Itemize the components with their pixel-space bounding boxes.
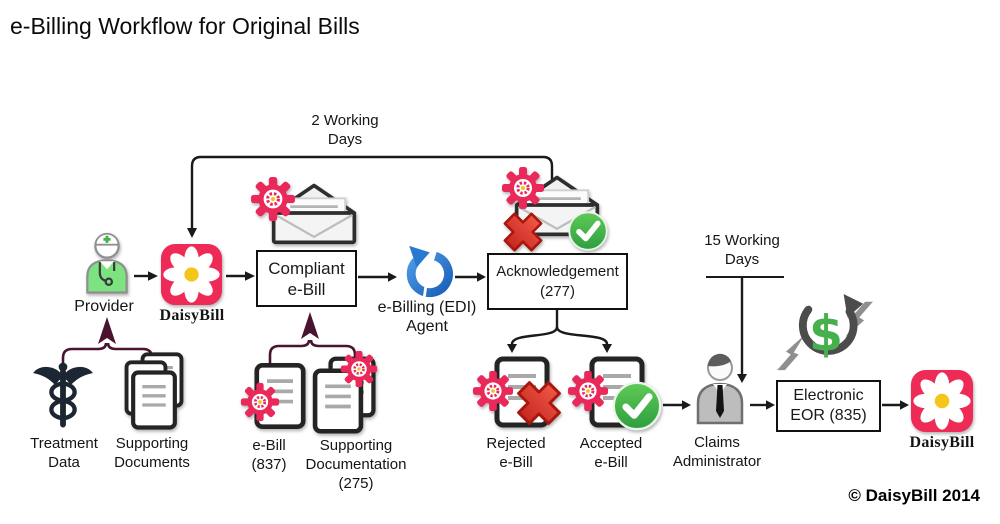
- green-check-icon: [614, 383, 660, 429]
- arrowhead: [602, 344, 612, 353]
- gear-icon: [240, 382, 280, 422]
- arrowhead: [900, 400, 909, 410]
- gear-icon: [472, 370, 514, 412]
- treatment-data-label: Treatment Data: [30, 435, 98, 471]
- daisybill-logo-icon: [160, 243, 223, 306]
- arrowhead: [388, 272, 397, 282]
- electronic-eor-box: Electronic EOR (835): [776, 380, 881, 432]
- rejected-ebill-label: Rejected e-Bill: [486, 435, 546, 471]
- accepted-ebill-icon: [567, 356, 663, 436]
- edi-refresh-icon: [398, 244, 454, 300]
- supporting-documentation-label: Supporting Documentation (275): [305, 437, 407, 492]
- accepted-ebill-label: Accepted e-Bill: [579, 435, 643, 471]
- daisybill-logo-icon: [910, 369, 974, 433]
- rejected-ebill-icon: [472, 356, 566, 430]
- compliant-envelope-icon: [250, 176, 357, 245]
- maroon-arrowhead-compliant: [301, 312, 319, 339]
- acknowledgement-box: Acknowledgement (277): [487, 253, 628, 310]
- gear-icon: [340, 350, 378, 388]
- maroon-arrowhead-provider: [98, 317, 116, 344]
- caduceus-icon: [32, 362, 94, 430]
- ebill-837-label: e-Bill (837): [251, 437, 287, 473]
- arrowhead: [245, 271, 255, 281]
- supporting-documentation-icon: [304, 350, 378, 434]
- provider-label: Provider: [74, 298, 134, 315]
- branch-to-accepted: [555, 326, 609, 345]
- arrowhead: [148, 271, 158, 281]
- arrowhead: [477, 272, 486, 282]
- arrowhead: [187, 228, 197, 238]
- branch-to-rejected: [510, 326, 559, 345]
- label-15-working-days: 15 Working Days: [704, 232, 780, 268]
- page-title: e-Billing Workflow for Original Bills: [10, 13, 360, 39]
- gear-icon: [250, 176, 296, 222]
- supporting-documents-icon: [124, 352, 184, 432]
- supporting-documents-label: Supporting Documents: [114, 435, 190, 471]
- arrowhead: [507, 344, 517, 353]
- claims-administrator-label: Claims Administrator: [672, 434, 762, 470]
- arrowhead: [766, 400, 775, 410]
- daisybill-in-label: DaisyBill: [159, 307, 225, 324]
- money-transfer-icon: [774, 292, 878, 378]
- claims-administrator-icon: [696, 353, 744, 425]
- arrowhead: [682, 400, 691, 410]
- label-2-working-days: 2 Working Days: [311, 112, 379, 148]
- document-icon: [133, 373, 175, 428]
- gear-icon: [501, 166, 545, 210]
- gear-icon: [567, 370, 609, 412]
- provider-icon: [86, 232, 128, 294]
- compliant-ebill-box: Compliant e-Bill: [256, 250, 357, 307]
- daisybill-out-label: DaisyBill: [909, 434, 975, 451]
- green-check-icon: [569, 212, 607, 250]
- ack-envelope-icon: [499, 166, 625, 256]
- edi-agent-label: e-Billing (EDI) Agent: [377, 299, 477, 335]
- copyright: © DaisyBill 2014: [848, 486, 980, 505]
